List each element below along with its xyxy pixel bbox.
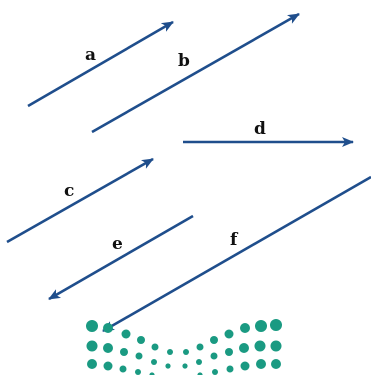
vector-c-line: [7, 159, 153, 242]
logo-dot: [271, 359, 281, 369]
logo-dot: [103, 323, 113, 333]
logo-dot: [165, 363, 170, 368]
logo-dot: [225, 330, 234, 339]
logo-dot: [270, 319, 282, 331]
logo-dot: [212, 369, 218, 375]
logo-dot: [197, 344, 204, 351]
vector-c-label: c: [64, 181, 74, 201]
logo-dot: [167, 349, 173, 355]
vector-b-label: b: [178, 51, 190, 71]
logo-dot: [211, 353, 218, 360]
vector-f: f: [103, 177, 371, 331]
logo-dot: [120, 348, 128, 356]
vector-e-line: [49, 216, 193, 299]
logo-dot: [241, 362, 250, 371]
logo-dot: [271, 341, 282, 352]
logo-dot: [227, 366, 234, 373]
vector-f-label: f: [230, 230, 239, 250]
logo-dot: [240, 323, 250, 333]
logo-dot: [137, 336, 145, 344]
logo-dot: [103, 343, 113, 353]
dotted-emblem-logo: [86, 319, 282, 375]
logo-dot: [104, 362, 113, 371]
logo-dot: [120, 366, 127, 373]
vector-b: b: [92, 14, 299, 132]
vector-c: c: [7, 159, 153, 242]
logo-dot: [210, 336, 218, 344]
logo-dot: [256, 359, 266, 369]
vector-e-label: e: [112, 234, 123, 254]
logo-dot: [122, 330, 131, 339]
vector-d-label: d: [254, 119, 266, 139]
logo-dot: [151, 359, 157, 365]
logo-dot: [135, 369, 141, 375]
logo-dot: [136, 353, 143, 360]
logo-dot: [225, 348, 233, 356]
logo-dot: [183, 349, 189, 355]
vector-b-line: [92, 14, 299, 132]
logo-dot: [196, 359, 202, 365]
logo-dot: [86, 320, 98, 332]
vector-a-line: [28, 22, 173, 106]
logo-dot: [255, 320, 267, 332]
vector-d: d: [183, 119, 353, 142]
vector-a: a: [28, 22, 173, 106]
logo-dot: [239, 343, 249, 353]
logo-dot: [255, 341, 266, 352]
vector-f-line: [103, 177, 371, 331]
logo-dot: [87, 341, 98, 352]
logo-dot: [182, 363, 187, 368]
vector-e: e: [49, 216, 193, 299]
logo-dot: [87, 359, 97, 369]
vector-a-label: a: [85, 45, 96, 65]
logo-dot: [152, 344, 159, 351]
